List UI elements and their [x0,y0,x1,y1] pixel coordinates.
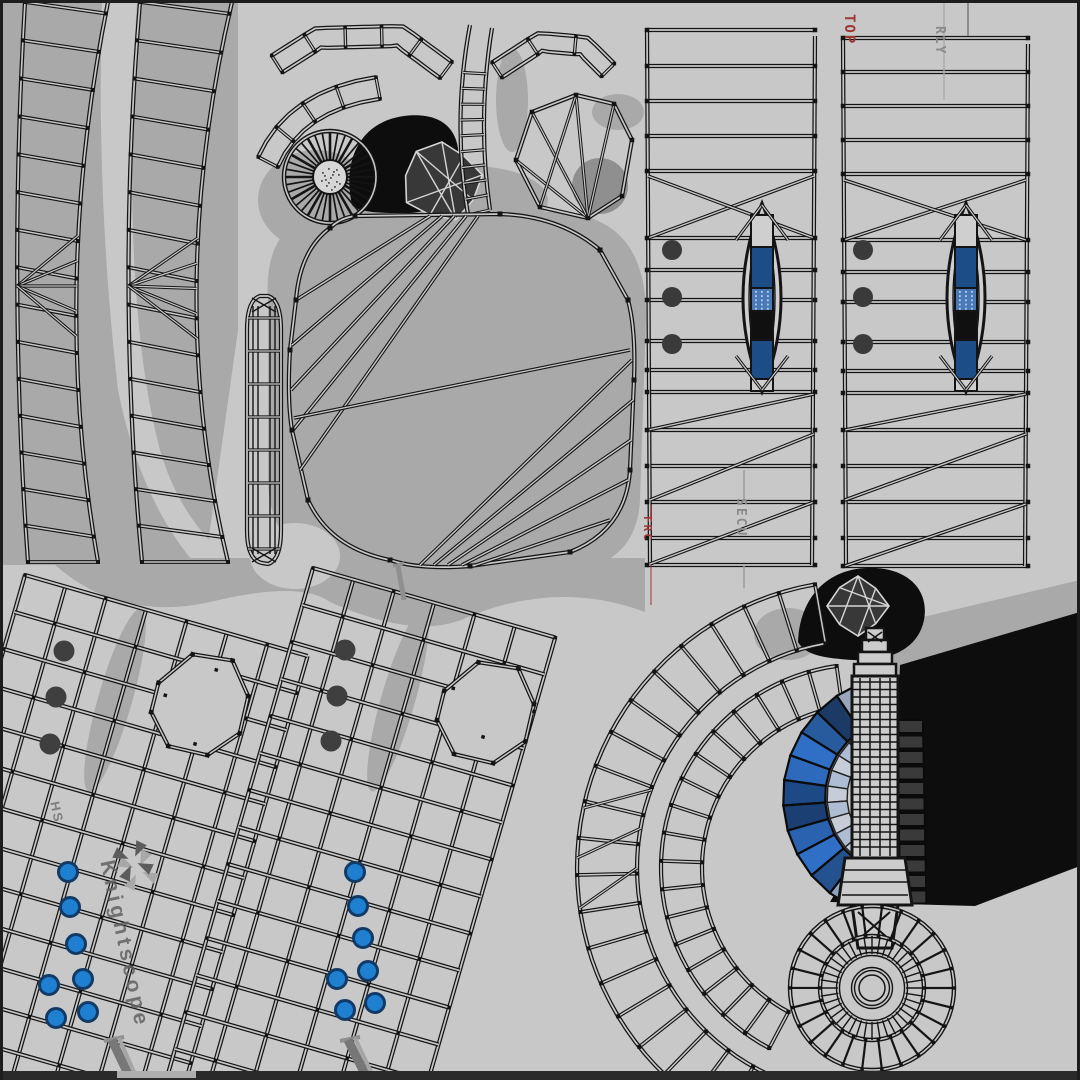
panel-indicator-dots [39,240,873,755]
side-panel-left [644,27,818,568]
seam-marker-lines [650,2,969,605]
left-trim-strips [15,0,235,564]
wheel-disc [787,903,957,1073]
bumper-arcs [574,582,845,1080]
seam-label-frc: FRC [641,516,654,542]
seam-label-rly: RLY [932,26,947,56]
knightscope-k-icon [112,840,159,891]
fan-vent-disc [281,128,379,226]
antenna-stubs [103,561,407,1079]
top-strap-pieces [256,24,617,169]
antenna-pod [244,293,284,567]
dome-squircle [286,211,637,570]
dark-cell-ladder [896,719,928,905]
led-dots [38,861,386,1029]
seam-label-secu: SECU [733,498,748,538]
body-panel-mid [162,565,558,1080]
faceted-shell [513,92,635,221]
side-panel-right [840,35,1031,569]
seam-label-top: TOP [841,14,857,46]
